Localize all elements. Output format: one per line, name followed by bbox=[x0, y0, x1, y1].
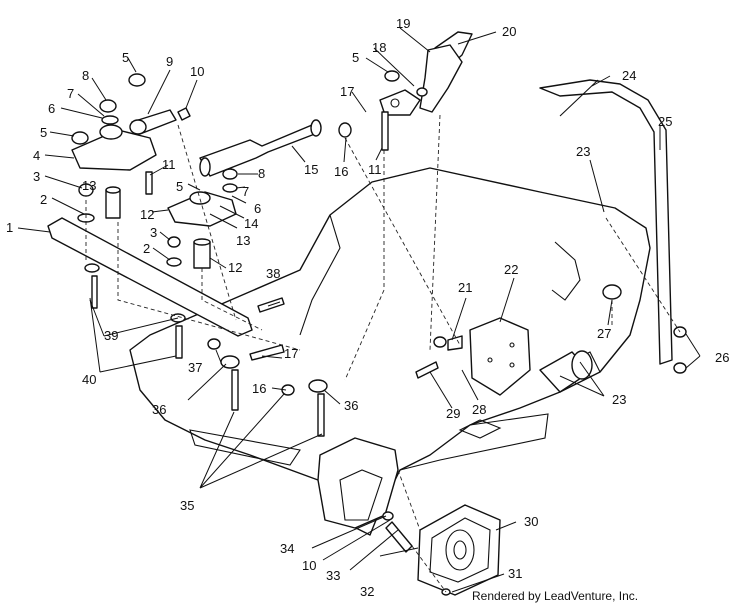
callout-5: 5 bbox=[40, 125, 47, 140]
shift-lever-part-19 bbox=[419, 44, 463, 113]
callout-15: 15 bbox=[304, 162, 318, 177]
spacer-part-12-upper bbox=[105, 186, 121, 219]
callout-labels: 1 2 3 4 5 6 7 8 5 9 10 11 13 12 3 2 12 1… bbox=[6, 16, 729, 599]
callout-17: 17 bbox=[340, 84, 354, 99]
rod-end-part-9 bbox=[129, 107, 191, 135]
callout-18: 18 bbox=[372, 40, 386, 55]
callout-40: 40 bbox=[82, 372, 96, 387]
boot-part-30 bbox=[417, 504, 501, 596]
bracket-part-22 bbox=[469, 317, 531, 396]
callout-5: 5 bbox=[352, 50, 359, 65]
callout-26: 26 bbox=[715, 350, 729, 365]
callout-25: 25 bbox=[658, 114, 672, 129]
callout-10: 10 bbox=[190, 64, 204, 79]
callout-13: 13 bbox=[236, 233, 250, 248]
callout-5: 5 bbox=[122, 50, 129, 65]
tube-part-25 bbox=[539, 79, 673, 365]
callout-23: 23 bbox=[576, 144, 590, 159]
callout-38: 38 bbox=[266, 266, 280, 281]
callout-39: 39 bbox=[104, 328, 118, 343]
callout-23: 23 bbox=[612, 392, 626, 407]
callout-36: 36 bbox=[152, 402, 166, 417]
callout-34: 34 bbox=[280, 541, 294, 556]
spacer-part-12-lower bbox=[193, 238, 211, 269]
callout-5: 5 bbox=[176, 179, 183, 194]
callout-22: 22 bbox=[504, 262, 518, 277]
callout-3: 3 bbox=[33, 169, 40, 184]
callout-20: 20 bbox=[502, 24, 516, 39]
callout-32: 32 bbox=[360, 584, 374, 599]
callout-36: 36 bbox=[344, 398, 358, 413]
callout-1: 1 bbox=[6, 220, 13, 235]
callout-8: 8 bbox=[82, 68, 89, 83]
callout-11: 11 bbox=[162, 157, 176, 172]
arm-part-17-upper bbox=[379, 89, 421, 116]
callout-19: 19 bbox=[396, 16, 410, 31]
callout-12: 12 bbox=[140, 207, 154, 222]
callout-14: 14 bbox=[244, 216, 258, 231]
callout-28: 28 bbox=[472, 402, 486, 417]
callout-31: 31 bbox=[508, 566, 522, 581]
callout-35: 35 bbox=[180, 498, 194, 513]
callout-27: 27 bbox=[597, 326, 611, 341]
leader-lines bbox=[17, 27, 701, 593]
callout-21: 21 bbox=[458, 280, 472, 295]
callout-9: 9 bbox=[166, 54, 173, 69]
callout-12: 12 bbox=[228, 260, 242, 275]
arm-part-14 bbox=[167, 191, 237, 227]
callout-37: 37 bbox=[188, 360, 202, 375]
callout-10: 10 bbox=[302, 558, 316, 573]
callout-3: 3 bbox=[150, 225, 157, 240]
callout-2: 2 bbox=[40, 192, 47, 207]
callout-4: 4 bbox=[33, 148, 40, 163]
alignment-lines bbox=[85, 114, 681, 593]
bar-part-1 bbox=[47, 217, 253, 337]
callout-6: 6 bbox=[48, 101, 55, 116]
callout-24: 24 bbox=[622, 68, 636, 83]
callout-7: 7 bbox=[242, 184, 249, 199]
arm-part-4 bbox=[71, 124, 157, 171]
callout-17: 17 bbox=[284, 346, 298, 361]
callout-6: 6 bbox=[254, 201, 261, 216]
callout-8: 8 bbox=[258, 166, 265, 181]
callout-13: 13 bbox=[82, 178, 96, 193]
callout-2: 2 bbox=[143, 241, 150, 256]
callout-33: 33 bbox=[326, 568, 340, 583]
callout-30: 30 bbox=[524, 514, 538, 529]
callout-16: 16 bbox=[334, 164, 348, 179]
callout-7: 7 bbox=[67, 86, 74, 101]
cable-tie-part-24 bbox=[559, 79, 599, 117]
credit-text: Rendered by LeadVenture, Inc. bbox=[472, 589, 639, 603]
callout-11: 11 bbox=[368, 162, 382, 177]
callout-29: 29 bbox=[446, 406, 460, 421]
callout-16: 16 bbox=[252, 381, 266, 396]
